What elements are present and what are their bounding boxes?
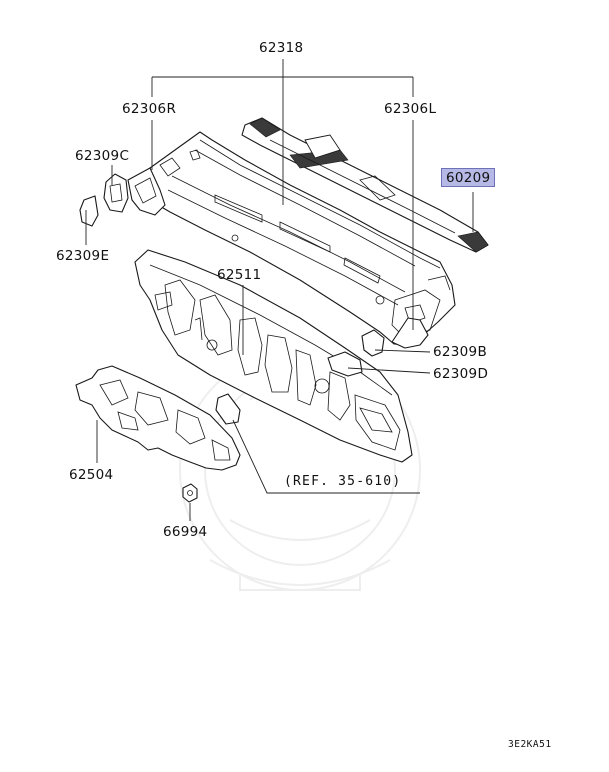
- bracket-62309d[interactable]: [327, 351, 363, 377]
- nut-fastener[interactable]: [182, 483, 198, 503]
- dash-panel[interactable]: [134, 249, 413, 463]
- callout-62306l[interactable]: 62306L: [384, 101, 437, 117]
- bracket-ref-35-610[interactable]: [215, 393, 241, 425]
- callout-66994[interactable]: 66994: [163, 524, 208, 540]
- callout-62511[interactable]: 62511: [217, 267, 262, 283]
- cowl-drain-cover[interactable]: [241, 117, 489, 253]
- callout-62309e[interactable]: 62309E: [56, 248, 110, 264]
- bracket-62309c[interactable]: [103, 173, 129, 213]
- bracket-62309e[interactable]: [79, 195, 99, 227]
- callout-62309b[interactable]: 62309B: [433, 344, 488, 360]
- reference-note[interactable]: (REF. 35-610): [284, 474, 402, 489]
- callout-60209-highlighted[interactable]: 60209: [441, 168, 496, 187]
- callout-62309c[interactable]: 62309C: [75, 148, 130, 164]
- callout-62318[interactable]: 62318: [259, 40, 304, 56]
- cowl-side-bracket-left[interactable]: [391, 317, 429, 349]
- bracket-62309b[interactable]: [361, 329, 385, 357]
- cowl-top-panel[interactable]: [144, 131, 456, 346]
- dash-insulator-pad[interactable]: [75, 365, 241, 471]
- callout-62306r[interactable]: 62306R: [122, 101, 177, 117]
- callout-62309d[interactable]: 62309D: [433, 366, 489, 382]
- cowl-side-bracket-right[interactable]: [127, 167, 166, 216]
- diagram-code: 3E2KA51: [508, 739, 552, 750]
- leader-lines: [85, 59, 474, 521]
- callout-62504[interactable]: 62504: [69, 467, 114, 483]
